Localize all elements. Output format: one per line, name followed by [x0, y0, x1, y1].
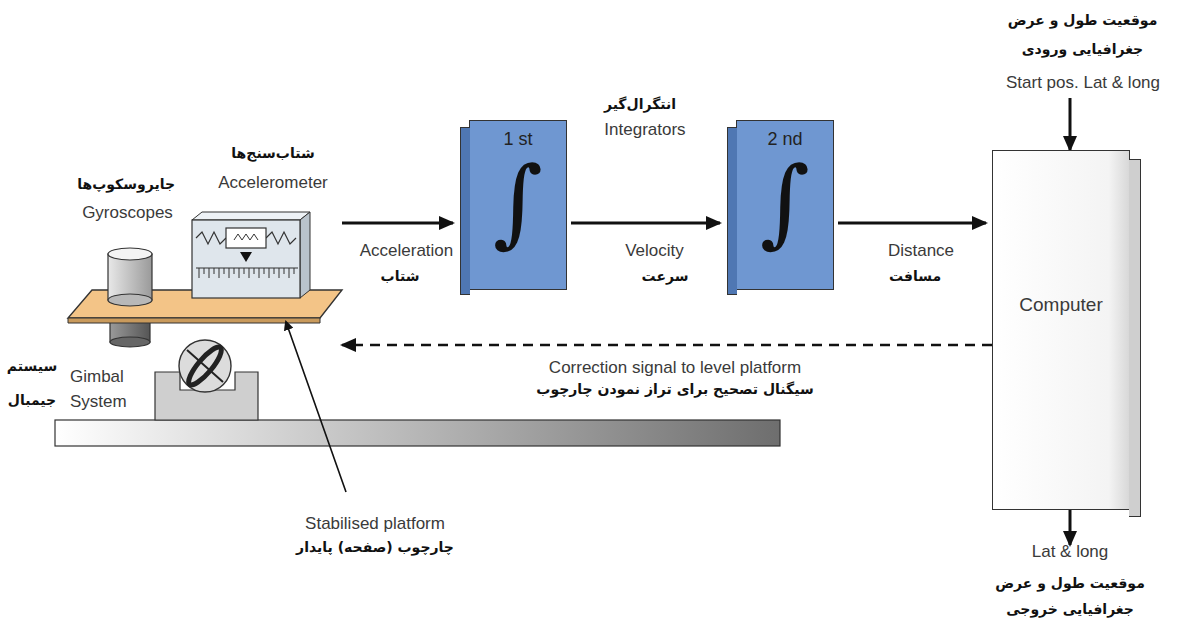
box-label: 2 nd	[737, 121, 833, 150]
part-label: Gimbal System	[70, 365, 150, 414]
gimbal-axis	[187, 350, 223, 382]
signal-arrow	[342, 222, 453, 225]
integrator-box: 2 nd∫	[736, 120, 834, 290]
input-arrow	[1069, 98, 1072, 150]
signal-label: Correction signal to level platform	[470, 357, 880, 378]
gimbal-rotor	[184, 343, 226, 389]
accelerometer-device	[192, 212, 310, 298]
signal-label: Acceleration	[360, 240, 454, 261]
base-bar	[55, 420, 780, 446]
gyroscope	[108, 254, 152, 300]
computer-box: Computer	[992, 150, 1130, 510]
output-label: Lat & long	[1000, 541, 1140, 562]
box-label: Computer	[993, 294, 1129, 316]
integral-symbol: ∫	[737, 150, 833, 256]
box-side	[460, 127, 470, 295]
accelerometer-group: شتاب‌سنج‌هاAccelerometer	[186, 140, 360, 211]
output-arrow	[1069, 510, 1072, 545]
gimbal-ring	[179, 340, 231, 392]
correction-arrow	[342, 344, 992, 347]
part-label: سیستم جیمبال	[2, 350, 62, 417]
part-label: چارچوب (صفحه) پایدار	[290, 539, 460, 557]
part-label: Gyroscopes	[80, 202, 175, 223]
signal-label: Velocity	[625, 240, 684, 261]
signal-label: سیگنال تصحیح برای تراز نمودن چارچوب	[470, 381, 880, 399]
signal-label: مسافت	[855, 268, 975, 286]
part-title: Accelerometer	[186, 167, 360, 199]
signal-label: Distance	[888, 240, 954, 261]
input-label: Start pos. Lat & long	[990, 72, 1176, 93]
part-label: Integrators	[580, 119, 710, 140]
integrator-box: 1 st∫	[469, 120, 567, 290]
signal-label: شتاب	[350, 268, 450, 286]
part-title: شتاب‌سنج‌ها	[186, 140, 360, 167]
box-label: 1 st	[470, 121, 566, 150]
part-label: جایروسکوپ‌ها	[80, 176, 175, 194]
integral-symbol: ∫	[470, 150, 566, 256]
part-label: Stabilised platform	[290, 513, 460, 534]
leader-line	[286, 322, 346, 492]
box-side	[1129, 159, 1141, 517]
part-label: انتگرال‌گیر	[580, 96, 700, 114]
signal-label: سرعت	[605, 268, 725, 286]
output-label: موقعیت طول و عرض جغرافیایی خروجی	[990, 571, 1150, 623]
signal-arrow	[571, 222, 720, 225]
input-label: موقعیت طول و عرض جغرافیایی ورودی	[995, 6, 1170, 63]
box-side	[727, 127, 737, 295]
signal-arrow	[838, 222, 986, 225]
